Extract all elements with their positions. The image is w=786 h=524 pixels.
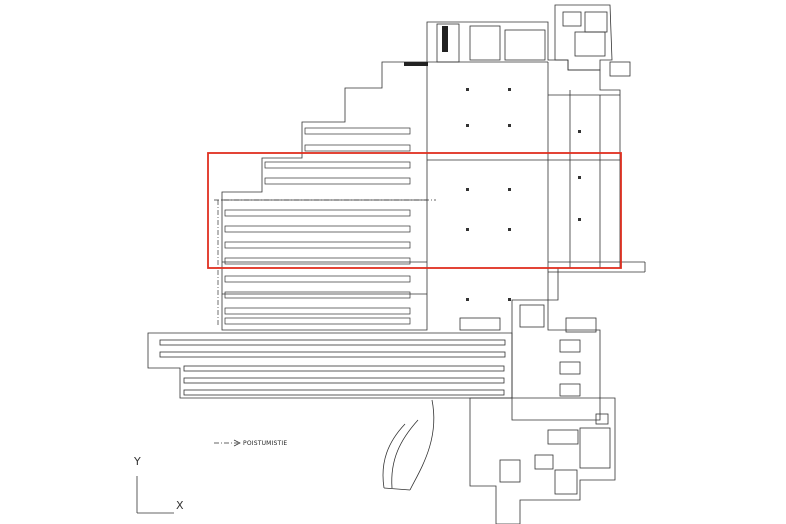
exit-route-legend-label: POISTUMISTIE xyxy=(243,440,288,447)
exit-routes xyxy=(214,199,436,444)
column-dots xyxy=(466,88,581,301)
dark-fills xyxy=(404,26,448,66)
exit-route-arrow xyxy=(233,439,241,447)
highlight-box xyxy=(207,152,622,269)
upper-right-building xyxy=(426,21,621,301)
x-axis-label: X xyxy=(176,499,184,512)
axis-indicator xyxy=(136,476,174,514)
entrance-block xyxy=(469,397,616,524)
stepped-hall xyxy=(221,61,428,331)
y-axis-label: Y xyxy=(134,455,141,468)
rack-rows xyxy=(224,127,411,325)
central-block xyxy=(459,299,601,421)
top-right-annex xyxy=(554,4,631,77)
lower-long-hall xyxy=(147,332,513,399)
curved-ramp xyxy=(382,399,435,491)
